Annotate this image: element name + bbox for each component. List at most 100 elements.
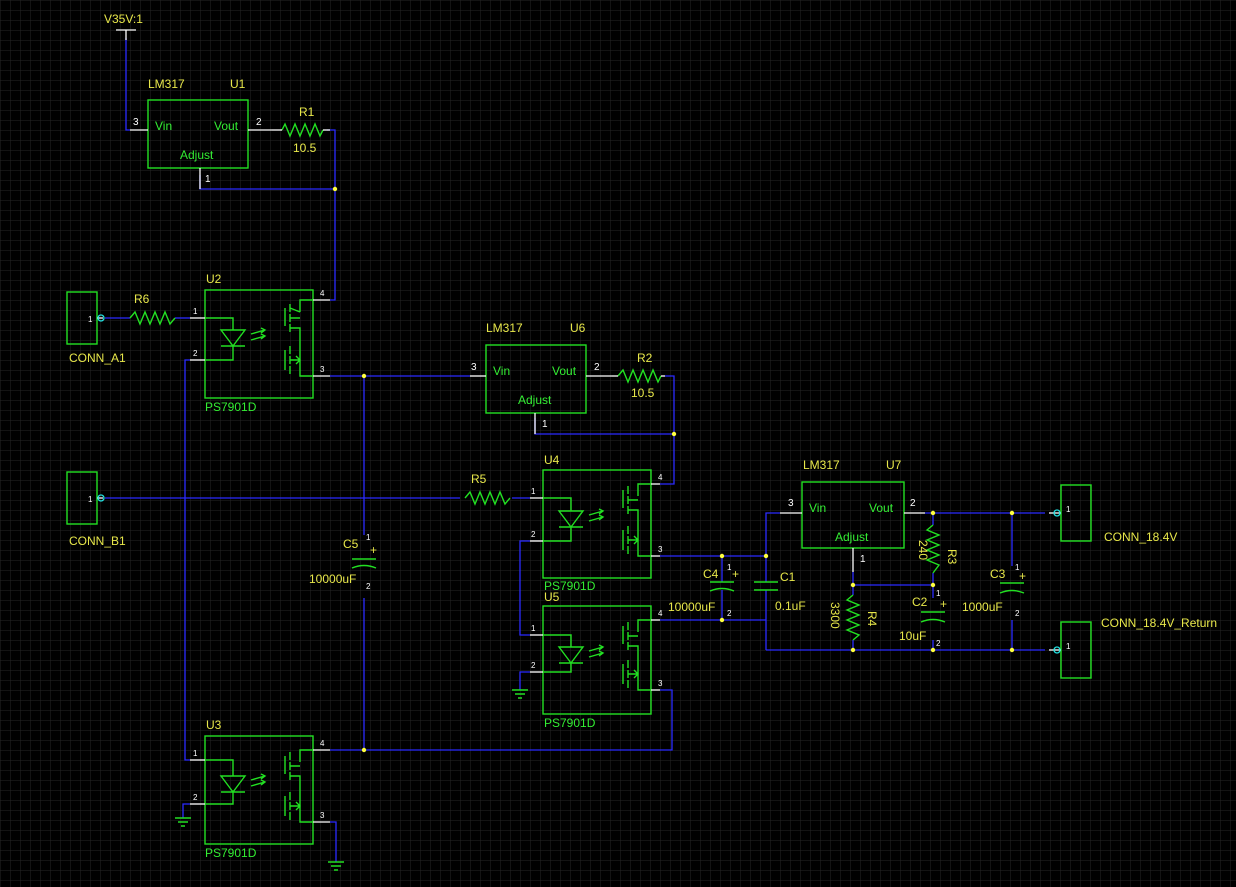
resistor-r5[interactable]: R5 xyxy=(464,472,511,506)
u6-ref: U6 xyxy=(570,321,586,335)
conn-return-ref: CONN_18.4V_Return xyxy=(1101,616,1217,630)
u2-pin3: 3 xyxy=(320,365,325,374)
optocoupler-u3[interactable]: U3 PS7901D 1 2 3 4 xyxy=(190,718,330,860)
c5-ref: C5 xyxy=(343,537,359,551)
r4-value: 3300 xyxy=(828,602,842,629)
r4-ref: R4 xyxy=(865,611,879,627)
r2-ref: R2 xyxy=(637,351,653,365)
connector-18v4[interactable]: 1 CONN_18.4V xyxy=(1049,484,1177,544)
conn-18v4-pin: 1 xyxy=(1066,505,1071,514)
regulator-u6[interactable]: LM317 U6 Vin Vout Adjust 3 2 1 xyxy=(470,321,612,434)
r3-ref: R3 xyxy=(945,549,959,565)
u2-ref: U2 xyxy=(206,272,222,286)
capacitor-c2[interactable]: C2 10uF + 1 2 xyxy=(899,589,947,648)
c2-pin1: 1 xyxy=(936,589,941,598)
c3-ref: C3 xyxy=(990,567,1006,581)
c2-pin2: 2 xyxy=(936,639,941,648)
u1-pin1: 1 xyxy=(205,174,211,185)
u6-vout: Vout xyxy=(552,364,577,378)
u3-pin3: 3 xyxy=(320,811,325,820)
u6-vin: Vin xyxy=(493,364,510,378)
resistor-r3[interactable]: R3 240 xyxy=(916,524,959,574)
c5-pin2: 2 xyxy=(366,582,371,591)
regulator-u1[interactable]: LM317 U1 Vin Vout Adjust 3 2 1 xyxy=(130,77,272,189)
optocoupler-u5[interactable]: U5 PS7901D 1 2 3 4 xyxy=(530,590,663,730)
c1-ref: C1 xyxy=(780,570,796,584)
c4-ref: C4 xyxy=(703,567,719,581)
u7-pin2: 2 xyxy=(910,498,916,509)
u5-pin3: 3 xyxy=(658,679,663,688)
u6-pin3: 3 xyxy=(471,362,477,373)
connector-18v4-return[interactable]: 1 CONN_18.4V_Return xyxy=(1049,616,1217,679)
capacitor-c4[interactable]: C4 10000uF + 1 2 xyxy=(668,563,739,618)
c3-pin2: 2 xyxy=(1015,609,1020,618)
c4-plus: + xyxy=(732,567,739,581)
u6-pin2: 2 xyxy=(594,362,600,373)
capacitor-c1[interactable]: C1 0.1uF xyxy=(754,570,806,613)
resistor-r4[interactable]: R4 3300 xyxy=(828,594,879,641)
u1-adj: Adjust xyxy=(180,148,214,162)
u6-part: LM317 xyxy=(486,321,523,335)
c3-plus: + xyxy=(1019,569,1026,583)
u4-pin3: 3 xyxy=(658,545,663,554)
junctions xyxy=(332,186,1015,753)
conn-a1-ref: CONN_A1 xyxy=(69,351,126,365)
u5-pin2: 2 xyxy=(531,661,536,670)
u6-adj: Adjust xyxy=(518,393,552,407)
r3-value: 240 xyxy=(916,540,930,560)
u5-part: PS7901D xyxy=(544,716,596,730)
u7-vin: Vin xyxy=(809,501,826,515)
r1-ref: R1 xyxy=(299,105,315,119)
c5-plus: + xyxy=(370,543,377,557)
u7-ref: U7 xyxy=(886,458,902,472)
r1-value: 10.5 xyxy=(293,141,317,155)
capacitor-c5[interactable]: C5 10000uF + 1 2 xyxy=(309,533,377,591)
u3-pin4: 4 xyxy=(320,739,325,748)
u7-vout: Vout xyxy=(869,501,894,515)
ground-icon xyxy=(175,817,191,827)
power-v35-symbol[interactable]: V35V:1 xyxy=(104,12,143,40)
conn-b1-pin: 1 xyxy=(88,495,93,504)
capacitor-c3[interactable]: C3 1000uF + 1 2 xyxy=(962,563,1026,618)
u7-part: LM317 xyxy=(803,458,840,472)
connector-b1[interactable]: 1 CONN_B1 xyxy=(66,471,126,548)
regulator-u7[interactable]: LM317 U7 Vin Vout Adjust 3 2 1 xyxy=(780,458,925,572)
conn-b1-ref: CONN_B1 xyxy=(69,534,126,548)
ground-icon xyxy=(328,861,344,871)
u6-pin1: 1 xyxy=(542,419,548,430)
u5-pin4: 4 xyxy=(658,609,663,618)
u4-pin2: 2 xyxy=(531,530,536,539)
optocoupler-u2[interactable]: U2 PS7901D 1 2 3 4 xyxy=(190,272,330,414)
u2-pin4: 4 xyxy=(320,289,325,298)
u7-adj: Adjust xyxy=(835,530,869,544)
u4-part: PS7901D xyxy=(544,579,596,593)
u4-ref: U4 xyxy=(544,453,560,467)
resistor-r6[interactable]: R6 xyxy=(129,292,176,326)
u3-part: PS7901D xyxy=(205,846,257,860)
u1-pin2: 2 xyxy=(256,117,262,128)
u3-pin1: 1 xyxy=(193,749,198,758)
c1-value: 0.1uF xyxy=(775,599,806,613)
u3-ref: U3 xyxy=(206,718,222,732)
power-v35-label: V35V:1 xyxy=(104,12,143,26)
resistor-r1[interactable]: R1 10.5 xyxy=(272,105,330,155)
r2-value: 10.5 xyxy=(631,386,655,400)
ground-icon xyxy=(512,689,528,699)
connector-a1[interactable]: 1 CONN_A1 xyxy=(66,291,126,365)
c4-pin2: 2 xyxy=(727,609,732,618)
c5-pin1: 1 xyxy=(366,533,371,542)
c4-value: 10000uF xyxy=(668,600,715,614)
r5-ref: R5 xyxy=(471,472,487,486)
optocoupler-u4[interactable]: U4 PS7901D 1 2 3 4 xyxy=(530,453,663,593)
c2-ref: C2 xyxy=(912,595,928,609)
u4-pin4: 4 xyxy=(658,473,663,482)
resistor-r2[interactable]: R2 10.5 xyxy=(612,351,665,400)
u2-pin2: 2 xyxy=(193,349,198,358)
u5-ref: U5 xyxy=(544,590,560,604)
r6-ref: R6 xyxy=(134,292,150,306)
conn-18v4-ref: CONN_18.4V xyxy=(1104,530,1177,544)
c2-plus: + xyxy=(940,597,947,611)
u1-vin: Vin xyxy=(155,119,172,133)
